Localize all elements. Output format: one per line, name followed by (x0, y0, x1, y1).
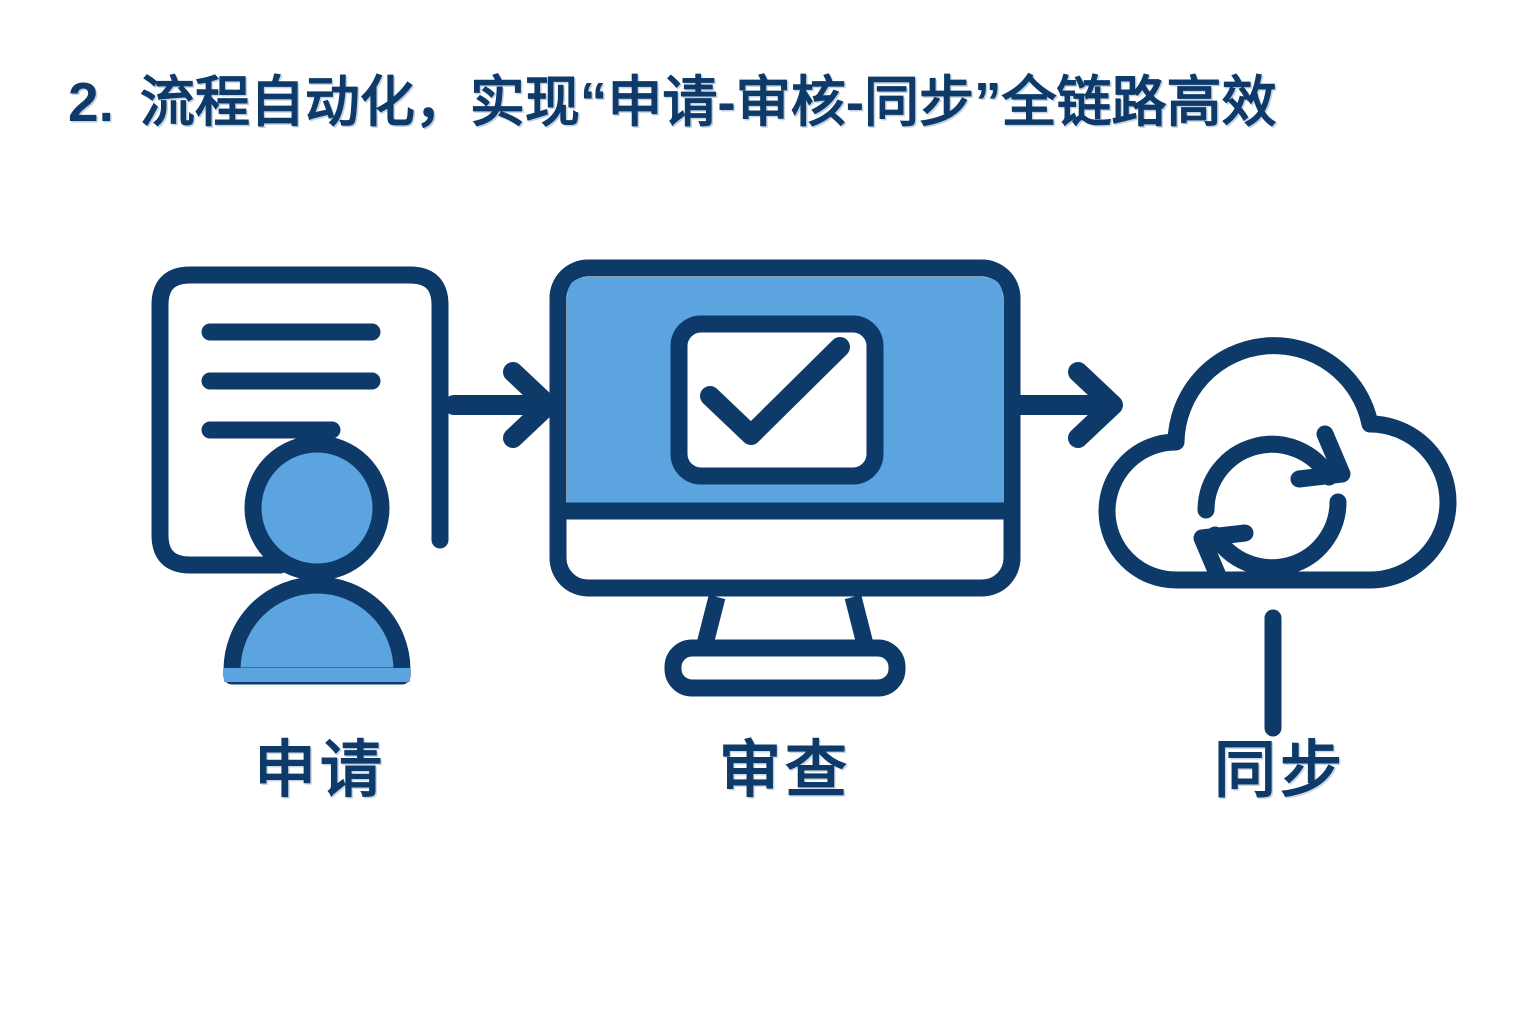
sync-arc-bottom (1206, 493, 1347, 577)
cloud-sync-icon (1098, 337, 1457, 737)
arrow-right-icon-1 (440, 360, 570, 450)
arrow-head (1068, 362, 1123, 448)
person-body-base (224, 668, 410, 682)
arrow-head (503, 362, 558, 448)
stage-label-review: 审查 (718, 736, 851, 805)
flow-stage-review[interactable]: 审查 (540, 220, 1030, 802)
flow-stage-apply[interactable]: 申请 (120, 220, 520, 802)
arrow-right-icon-2 (1005, 360, 1135, 450)
person-head (244, 435, 390, 581)
sync-arc-top (1197, 435, 1338, 519)
process-flow-diagram: 申请 (0, 220, 1536, 900)
flow-stage-sync[interactable]: 同步 (1080, 220, 1480, 802)
monitor-base (664, 639, 906, 697)
document-with-person-icon (151, 266, 449, 685)
title-number: 2. (68, 71, 114, 133)
stage-label-apply: 申请 (253, 736, 386, 805)
checkmark-icon (700, 337, 850, 445)
document-outline-right (401, 266, 449, 549)
document-outline-left (151, 266, 419, 574)
sync-arrow-head-top (1290, 425, 1351, 488)
page-title: 2. 流程自动化，实现“申请-审核-同步”全链路高效 (68, 71, 1528, 133)
monitor-with-checkmark-icon (549, 259, 1021, 697)
stage-label-sync: 同步 (1213, 736, 1346, 805)
person-body (223, 576, 411, 685)
title-text: 流程自动化，实现“申请-审核-同步”全链路高效 (139, 71, 1277, 133)
sync-arrow-head-bottom (1193, 524, 1254, 587)
cloud-outline (1098, 337, 1457, 589)
